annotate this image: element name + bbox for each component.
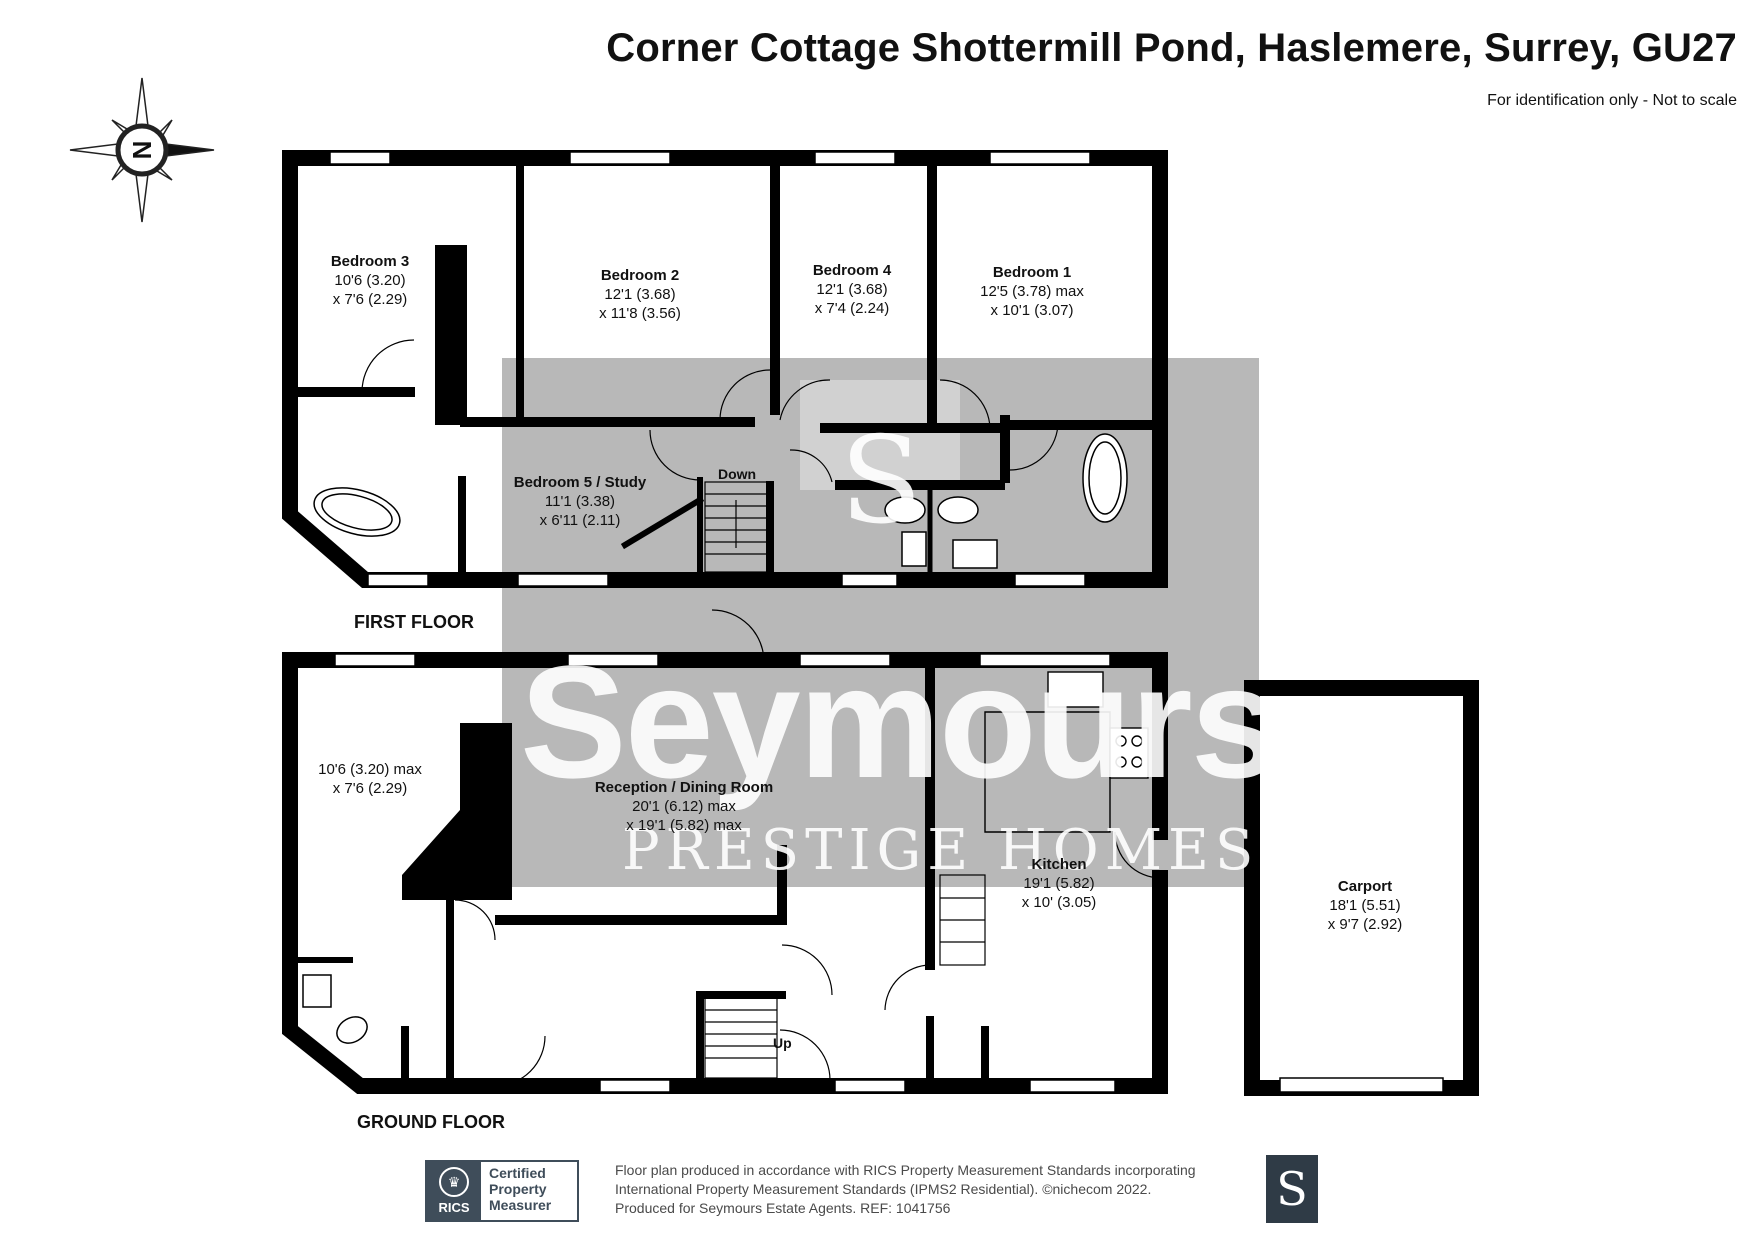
stairs-up-label: Up <box>773 1035 792 1051</box>
room-bedroom-5-study: Bedroom 5 / Study 11'1 (3.38) x 6'11 (2.… <box>513 474 647 529</box>
room-bedroom-1: Bedroom 1 12'5 (3.78) max x 10'1 (3.07) <box>980 264 1084 319</box>
seymours-logo: S <box>1266 1155 1318 1223</box>
first-floor-windows <box>329 151 1091 587</box>
stairs-down-label: Down <box>718 466 757 482</box>
page-title: Corner Cottage Shottermill Pond, Hasleme… <box>606 26 1737 70</box>
room-bedroom-3: Bedroom 3 10'6 (3.20) x 7'6 (2.29) <box>330 253 410 308</box>
compass-letter: N <box>127 141 157 160</box>
ground-floor-doors <box>454 609 1161 1087</box>
footer-notes: Floor plan produced in accordance with R… <box>615 1162 1196 1216</box>
watermark-brand: Seymours <box>520 632 1280 811</box>
ground-floor-label: GROUND FLOOR <box>357 1112 505 1132</box>
room-kitchen: Kitchen 19'1 (5.82) x 10' (3.05) <box>1021 856 1097 911</box>
watermark-monogram: S <box>840 412 923 551</box>
first-floor-label: FIRST FLOOR <box>354 612 474 632</box>
first-floor-stairs <box>704 481 768 573</box>
wc-icons <box>302 974 368 1044</box>
room-reception-dining: Reception / Dining Room 20'1 (6.12) max … <box>594 779 774 834</box>
watermark-tagline: PRESTIGE HOMES <box>622 818 1260 883</box>
first-floor-doors <box>361 339 1059 483</box>
rics-lion-icon: ♛ <box>439 1167 469 1197</box>
room-bedroom-4: Bedroom 4 12'1 (3.68) x 7'4 (2.24) <box>812 262 892 317</box>
ground-floor-stairs <box>704 874 986 1079</box>
carport <box>1244 680 1479 1096</box>
room-carport: Carport 18'1 (5.51) x 9'7 (2.92) <box>1327 878 1403 933</box>
room-ground-left: 10'6 (3.20) max x 7'6 (2.29) <box>318 761 422 797</box>
compass-icon: N <box>69 77 215 223</box>
ground-floor-windows <box>334 653 1116 1093</box>
rics-badge: ♛ RICS Certified Property Measurer <box>425 1160 579 1222</box>
rics-logo: ♛ RICS <box>427 1162 481 1220</box>
bath-icons <box>313 433 1128 569</box>
room-bedroom-2: Bedroom 2 12'1 (3.68) x 11'8 (3.56) <box>599 267 681 322</box>
kitchen-units <box>984 671 1149 833</box>
page-subtitle: For identification only - Not to scale <box>1487 92 1737 109</box>
rics-badge-text: Certified Property Measurer <box>489 1165 552 1213</box>
